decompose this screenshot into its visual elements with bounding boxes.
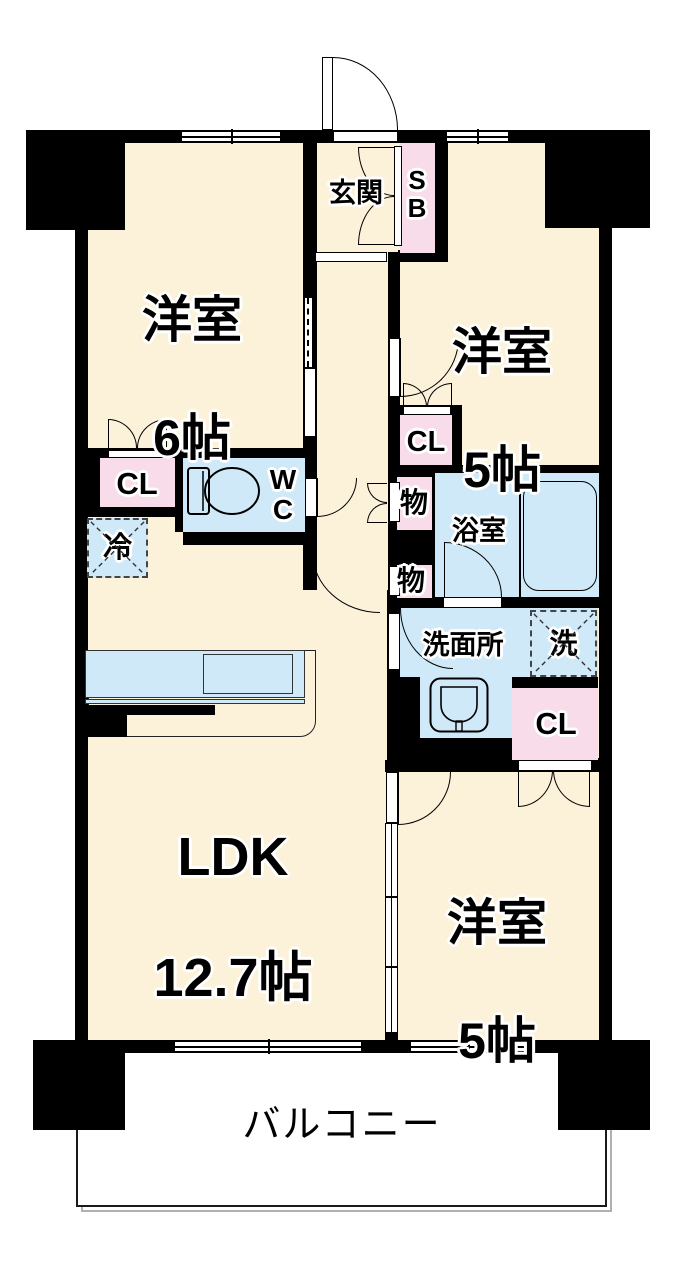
bedroom-south-door-opening: [386, 772, 398, 823]
wall-washroom-closet-divider: [512, 677, 598, 690]
storage-upper-area: [397, 477, 432, 530]
kitchen-partition-bar: [85, 705, 215, 715]
closet-south-label: CL: [535, 706, 577, 741]
slider-track-bedroom-west: [304, 297, 313, 368]
balcony: [76, 1053, 607, 1207]
wall-toilet-bottom: [183, 532, 317, 545]
slider-leaf-bedroom-west: [304, 368, 316, 437]
entrance-door-leaf: [322, 57, 333, 130]
storage-upper-label: 物: [399, 487, 428, 518]
entrance-door-arc: [333, 57, 398, 130]
closet-south-area: [512, 688, 598, 760]
wall-shoebox-east: [435, 143, 448, 262]
bath-door-sill: [443, 597, 502, 608]
refrigerator-space-box: 冷: [87, 518, 148, 578]
washbasin-icon: [429, 677, 489, 733]
storage-lower-area: [397, 565, 432, 598]
storage-lower-label: 物: [396, 565, 425, 596]
closet-west-label: CL: [116, 466, 158, 501]
room-size: 6帖: [153, 410, 231, 466]
wall-basin-nook: [400, 677, 420, 738]
window-bedroom-north: [447, 129, 508, 144]
wall-partition-top-stub: [385, 760, 398, 772]
pillar-top-right: [545, 130, 650, 228]
wall-bath-top: [427, 465, 599, 473]
closet-north-area: [400, 415, 452, 465]
pillar-bottom-left: [33, 1040, 125, 1130]
bathroom-label: 浴室: [452, 516, 506, 546]
window-ldk: [175, 1039, 361, 1054]
balcony-label: バルコニー: [242, 1104, 442, 1146]
entrance-door-opening: [333, 131, 398, 142]
bath-divider-line: [519, 473, 521, 597]
ldk-label: LDK 12.7帖: [113, 767, 353, 1009]
closet-west-sill: [108, 450, 167, 458]
bathtub: [523, 481, 597, 591]
pillar-top-left: [26, 130, 125, 230]
kitchen-counter-edge: [85, 699, 305, 704]
bedroom-north-door-opening: [389, 338, 400, 397]
entrance-step: [315, 252, 387, 262]
washroom-door-opening: [388, 613, 400, 670]
shoe-box-area: [400, 143, 435, 253]
toilet-label: WC: [269, 464, 297, 526]
room-name: LDK: [177, 827, 289, 888]
kitchen-counter: [85, 650, 305, 698]
toilet-icon: [187, 467, 260, 515]
room-size: 12.7帖: [153, 948, 313, 1009]
washer-space-box: 洗: [530, 610, 597, 677]
wall-storage-divider: [397, 530, 432, 565]
storage-upper-door-opening: [389, 482, 400, 522]
closet-north-label: CL: [406, 426, 446, 458]
shoe-box-label: SB: [407, 165, 427, 224]
kitchen-partition-block: [85, 715, 127, 737]
room-name: 洋室: [452, 324, 552, 380]
partition-sliding-panel: [385, 823, 398, 1033]
window-bedroom-west: [182, 129, 280, 144]
bedroom-west-label: 洋室 6帖: [92, 232, 292, 468]
wall-partition-bottom-stub: [385, 1032, 398, 1053]
toilet-door-opening: [305, 478, 317, 517]
wall-below-basin: [398, 738, 522, 772]
shoe-box-front: [394, 146, 402, 246]
storage-lower-door-opening: [389, 566, 400, 596]
wall-right: [599, 143, 612, 1053]
room-size: 5帖: [463, 442, 541, 498]
wall-left: [75, 143, 88, 1053]
wall-shoebox-bottom: [398, 250, 448, 262]
bedroom-north-label: 洋室 5帖: [402, 264, 602, 500]
room-name: 洋室: [447, 895, 547, 951]
wall-closet-west-bottom: [88, 507, 175, 517]
wall-closet-west-left: [88, 458, 100, 508]
washroom-label: 洗面所: [422, 630, 504, 660]
bedroom-south-label: 洋室 5帖: [397, 835, 597, 1071]
room-size: 5帖: [458, 1013, 536, 1069]
room-name: 洋室: [142, 292, 242, 348]
wall-closet-north-right: [452, 415, 462, 465]
washer-label: 洗: [549, 627, 578, 659]
window-bedroom-south: [411, 1039, 525, 1054]
closet-west-area: [100, 458, 175, 507]
pillar-bottom-right: [558, 1040, 650, 1130]
wall-closet-toilet-divider: [175, 458, 183, 532]
entrance-label: 玄関: [329, 178, 383, 208]
kitchen-sink: [203, 654, 293, 694]
dashed-x-icon: [90, 521, 145, 575]
dashed-x-icon: [533, 613, 594, 674]
